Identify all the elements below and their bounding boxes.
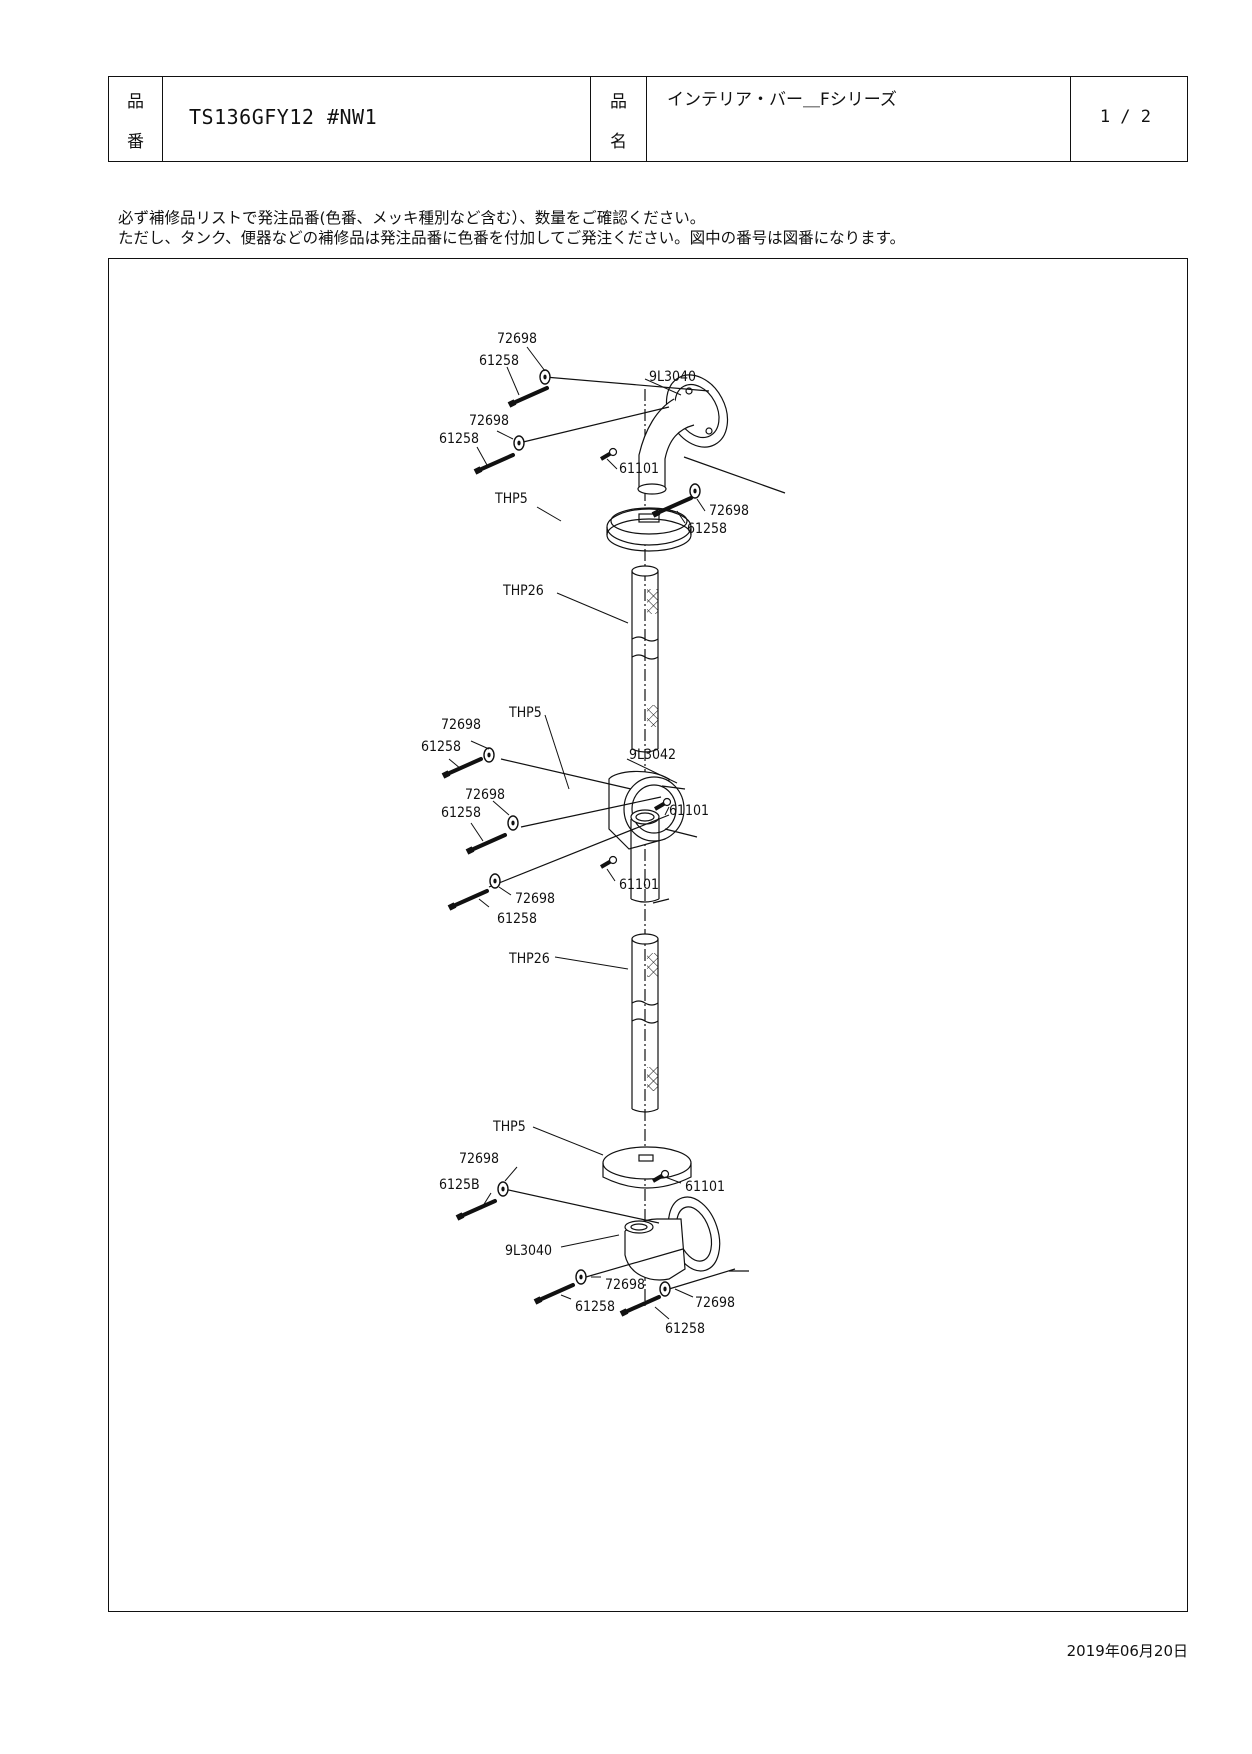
washer-72698-1 — [539, 369, 551, 385]
hinmei-label-top: 品 — [610, 92, 627, 112]
label-61258-b: 61258 — [439, 431, 479, 447]
washer-72698-9 — [659, 1281, 671, 1297]
screw-61258-1 — [509, 388, 547, 405]
cover-bottom — [602, 1146, 692, 1189]
screw-61258-7 — [457, 1201, 495, 1218]
label-72698-d: 72698 — [441, 717, 481, 733]
issue-date: 2019年06月20日 — [1066, 1642, 1188, 1660]
screw-61258-2 — [475, 455, 513, 472]
elbow-bracket-bottom — [624, 1196, 721, 1281]
label-THP5-b: THP5 — [508, 705, 542, 721]
product-name-cell: インテリア・バー＿Fシリーズ — [647, 77, 1071, 161]
hinban-label-cell: 品 番 — [109, 77, 163, 161]
label-72698-f: 72698 — [515, 891, 555, 907]
title-block: 品 番 TS136GFY12 #NW1 品 名 インテリア・バー＿Fシリーズ 1… — [108, 76, 1188, 162]
hinban-label-bottom: 番 — [127, 132, 144, 152]
washer-72698-4 — [483, 747, 495, 763]
order-notes: 必ず補修品リストで発注品番(色番、メッキ種別など含む）、数量をご確認ください。 … — [118, 208, 905, 248]
screw-61258-5 — [467, 835, 505, 852]
exploded-parts-drawing: 72698 61258 9L3040 72698 61258 61101 726… — [108, 258, 1188, 1612]
pipe-lower — [631, 933, 659, 1113]
label-72698-h: 72698 — [605, 1277, 645, 1293]
hinmei-label-bottom: 名 — [610, 132, 627, 152]
screw-61258-8 — [535, 1285, 573, 1302]
label-61258-a: 61258 — [479, 353, 519, 369]
label-72698-i: 72698 — [695, 1295, 735, 1311]
label-61101-b: 61101 — [669, 803, 709, 819]
label-THP5-c: THP5 — [492, 1119, 526, 1135]
note-line-2: ただし、タンク、便器などの補修品は発注品番に色番を付加してご発注ください。図中の… — [118, 229, 906, 247]
label-72698-b: 72698 — [469, 413, 509, 429]
label-72698-a: 72698 — [497, 331, 537, 347]
pipe-upper — [631, 565, 659, 753]
setscrew-61101-1 — [599, 446, 619, 461]
product-name: インテリア・バー＿Fシリーズ — [667, 90, 897, 110]
setscrew-61101-3 — [599, 854, 619, 869]
label-72698-e: 72698 — [465, 787, 505, 803]
parts-diagram: 72698 61258 9L3040 72698 61258 61101 726… — [421, 331, 786, 1337]
model-number: TS136GFY12 #NW1 — [189, 105, 378, 129]
washer-72698-7 — [497, 1181, 509, 1197]
cover-top — [606, 507, 692, 552]
label-9L3040-bottom: 9L3040 — [505, 1243, 552, 1259]
label-61258-c: 61258 — [687, 521, 727, 537]
label-THP26-b: THP26 — [508, 951, 550, 967]
label-61258-e: 61258 — [441, 805, 481, 821]
label-61101-c: 61101 — [619, 877, 659, 893]
washer-72698-5 — [507, 815, 519, 831]
hinban-label-top: 品 — [127, 92, 144, 112]
hinmei-label-cell: 品 名 — [591, 77, 647, 161]
label-72698-c: 72698 — [709, 503, 749, 519]
label-6125B: 6125B — [439, 1177, 480, 1193]
screw-61258-6 — [449, 891, 487, 908]
label-61258-i: 61258 — [665, 1321, 705, 1337]
screw-61258-4 — [443, 759, 481, 776]
middle-bracket — [608, 770, 686, 903]
washer-72698-2 — [513, 435, 525, 451]
label-61258-h: 61258 — [575, 1299, 615, 1315]
label-61101-a: 61101 — [619, 461, 659, 477]
washer-72698-8 — [575, 1269, 587, 1285]
label-61101-d: 61101 — [685, 1179, 725, 1195]
page-number: 1 / 2 — [1099, 107, 1151, 127]
washer-72698-6 — [489, 873, 501, 889]
washer-72698-3 — [689, 483, 701, 499]
model-number-cell: TS136GFY12 #NW1 — [163, 77, 591, 161]
note-line-1: 必ず補修品リストで発注品番(色番、メッキ種別など含む）、数量をご確認ください。 — [118, 209, 706, 227]
page-cell: 1 / 2 — [1071, 77, 1187, 161]
label-THP26-a: THP26 — [502, 583, 544, 599]
label-9L3042: 9L3042 — [629, 747, 676, 763]
label-61258-f: 61258 — [497, 911, 537, 927]
label-THP5-a: THP5 — [494, 491, 528, 507]
label-9L3040-top: 9L3040 — [649, 369, 696, 385]
label-72698-g: 72698 — [459, 1151, 499, 1167]
screw-61258-9 — [621, 1297, 659, 1314]
elbow-bracket-top — [637, 374, 729, 495]
label-61258-d: 61258 — [421, 739, 461, 755]
